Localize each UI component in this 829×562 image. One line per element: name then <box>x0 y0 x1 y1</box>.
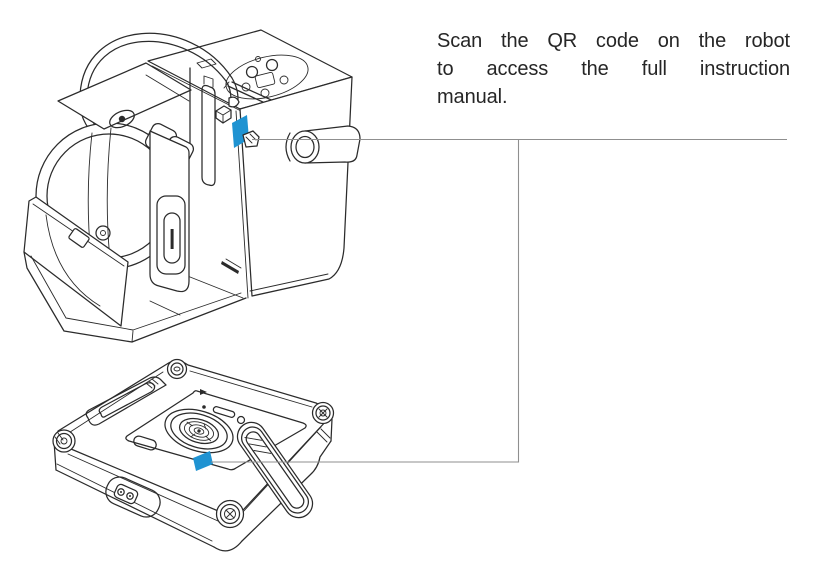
corner-bumper-top-left <box>166 358 188 380</box>
caption-line-2: to access the full instruction <box>437 58 790 80</box>
side-rail <box>236 421 314 519</box>
fan-outlet <box>164 408 234 454</box>
caption-line-1: Scan the QR code on the robot <box>437 30 790 52</box>
case-tray <box>23 251 247 343</box>
qr-code-marker-bottom <box>193 451 213 471</box>
base-latch <box>133 435 157 451</box>
plate-arrow <box>200 389 207 395</box>
case-right-face <box>239 76 353 297</box>
qr-instruction-text: Scan the QR code on the robot to access … <box>437 27 790 111</box>
power-socket <box>105 476 161 518</box>
corner-bumper-right <box>311 401 335 425</box>
corner-bracket <box>242 130 260 148</box>
squeegee-slot <box>85 376 167 426</box>
interior-wall <box>189 67 216 187</box>
power-switch-slot <box>163 212 181 264</box>
base-plate <box>125 390 307 471</box>
robot-top <box>57 62 192 130</box>
robot-underside-figure <box>52 358 335 552</box>
corner-bumper-left <box>52 429 76 453</box>
control-panel <box>225 54 309 100</box>
robot-in-case-figure <box>23 29 361 343</box>
caption-line-3: manual. <box>437 86 508 108</box>
callout-line <box>211 138 787 463</box>
robot-front-edge <box>149 130 190 293</box>
corner-bumper-bottom <box>215 499 245 529</box>
wall-slot <box>201 84 216 187</box>
case-flap <box>23 196 129 327</box>
